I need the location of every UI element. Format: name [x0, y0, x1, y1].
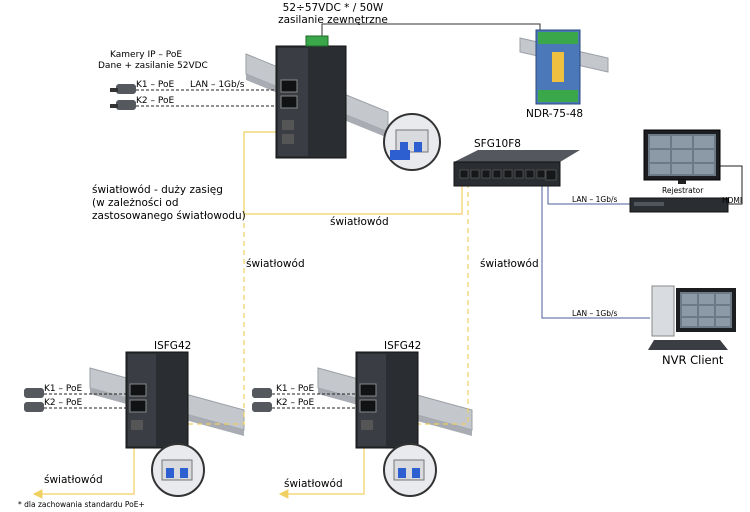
poe-lines: [44, 89, 356, 409]
isfg42-left-device: [125, 351, 189, 449]
fiber-left-vertical-label: światłowód: [246, 258, 305, 270]
camera-top-k2: [110, 100, 136, 110]
sfg10f8-device: [453, 150, 580, 187]
fiber-out-right-label: światłowód: [284, 478, 343, 490]
node-left-label: ISFG42: [154, 340, 192, 352]
lan-switch-to-client: [541, 186, 650, 319]
nvr-client-device: [648, 285, 736, 350]
fiber-note-line1: światłowód - duży zasięg: [92, 184, 223, 196]
switch-label: SFG10F8: [474, 138, 521, 150]
power-cable: [321, 23, 541, 40]
camera-top-k1: [110, 84, 136, 94]
power-source-label: zasilanie zewnętrzne: [278, 14, 388, 26]
footnote: * dla zachowania standardu PoE+: [18, 500, 145, 509]
psu-device: [535, 29, 581, 105]
node-right-label: ISFG42: [384, 340, 422, 352]
lan-links: [541, 186, 650, 319]
node-left-k1-label: K1 – PoE: [44, 384, 83, 394]
monitor-recorder: [643, 129, 721, 184]
lan-top-label: LAN – 1Gb/s: [190, 80, 245, 90]
nvr-recorder-device: [629, 197, 729, 213]
power-spec-label: 52÷57VDC * / 50W: [282, 2, 384, 14]
fiber-note-line3: zastosowanego światłowodu): [92, 210, 246, 222]
hdmi-label: HDMI: [722, 196, 743, 205]
lan-recorder-label: LAN – 1Gb/s: [572, 195, 618, 204]
fiber-center-label: światłowód: [330, 216, 389, 228]
node-right-k2-label: K2 – PoE: [276, 398, 315, 408]
nvr-client-label: NVR Client: [662, 353, 724, 367]
node-right-k1-label: K1 – PoE: [276, 384, 315, 394]
sfp-zoom-right: [383, 443, 437, 497]
fiber-right-out: [278, 436, 365, 499]
node-left-k2-label: K2 – PoE: [44, 398, 83, 408]
isfg42-right-device: [355, 351, 419, 449]
fiber-note-line2: (w zależności od: [92, 197, 179, 209]
hdmi-cable: [718, 165, 743, 205]
fiber-out-left-label: światłowód: [44, 474, 103, 486]
cameras-left: [24, 388, 44, 412]
camera-top-k2-label: K2 – PoE: [136, 96, 175, 106]
lan-switch-to-recorder: [547, 186, 632, 205]
cameras-right: [252, 388, 272, 412]
fiber-left-out: [32, 436, 135, 499]
sfp-zoom-left: [151, 443, 205, 497]
sfp-zoom-top: [383, 113, 441, 171]
cameras-title: Kamery IP – PoE: [110, 50, 183, 60]
psu-label: NDR-75-48: [526, 108, 584, 120]
lan-client-label: LAN – 1Gb/s: [572, 309, 618, 318]
cameras-subtitle: Dane + zasilanie 52VDC: [98, 61, 208, 71]
camera-top-k1-label: K1 – PoE: [136, 80, 175, 90]
fiber-right-vertical-label: światłowód: [480, 258, 539, 270]
switch-top-device: [275, 35, 347, 159]
recorder-label: Rejestrator: [662, 186, 704, 195]
